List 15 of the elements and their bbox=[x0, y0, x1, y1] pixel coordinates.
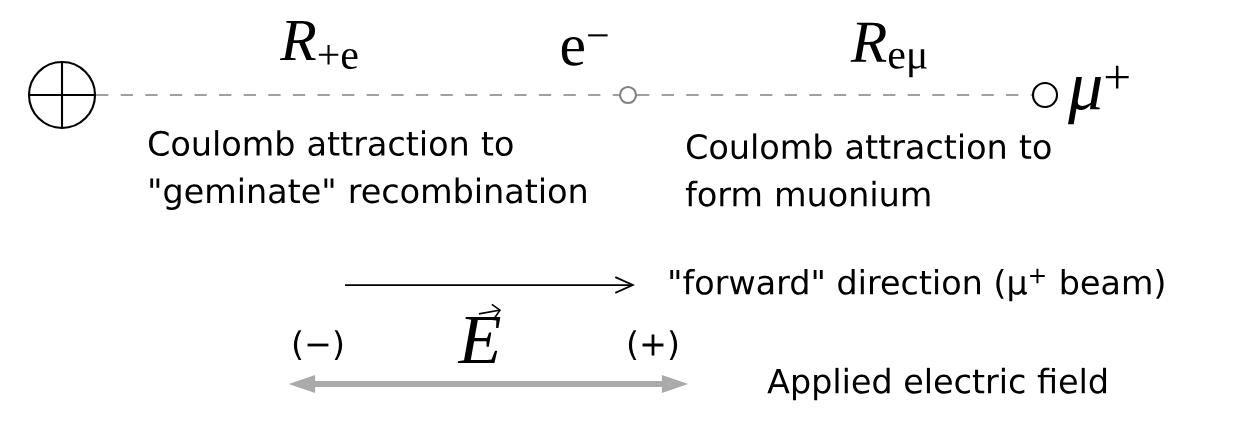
particle-label: e$^{−}$ bbox=[561, 34, 608, 66]
edge-label: R$_{eμ}$ bbox=[850, 22, 927, 78]
caption-text: Coulomb attraction to "geminate" recombination bbox=[149, 130, 586, 210]
caption-text: Coulomb attraction to form muonium bbox=[685, 133, 1051, 207]
particle-circle bbox=[27, 60, 97, 130]
dashed-line bbox=[636, 94, 1033, 96]
particle-label: μ$^{+}$ bbox=[1068, 65, 1129, 125]
particle-circle bbox=[618, 85, 638, 105]
dashed-line bbox=[95, 94, 620, 96]
particle-circle bbox=[1031, 81, 1059, 109]
polarity-label: (−) bbox=[293, 330, 343, 360]
caption-text: Applied electric field bbox=[767, 367, 1107, 401]
edge-label: R$_{+e}$ bbox=[279, 20, 358, 70]
caption-text: "forward" direction (μ$^{+}$ beam) bbox=[670, 268, 1164, 302]
polarity-label: (+) bbox=[628, 330, 678, 360]
